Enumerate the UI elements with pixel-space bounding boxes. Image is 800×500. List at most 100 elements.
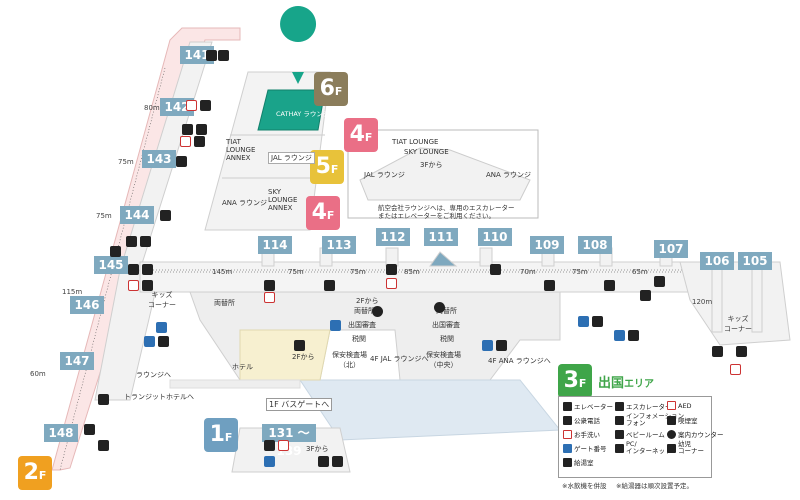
finger-106 bbox=[711, 261, 723, 333]
elevator-icon bbox=[294, 340, 305, 351]
distance-85m: 85m bbox=[404, 268, 420, 276]
escalator-icon bbox=[615, 401, 624, 411]
phone-icon bbox=[563, 415, 572, 425]
elevator-icon bbox=[206, 50, 217, 61]
transit-hotel-label: トランジットホテルへ bbox=[124, 393, 194, 401]
gate-107: 107 bbox=[654, 240, 688, 258]
elevator-icon bbox=[98, 394, 109, 405]
toilet-icon bbox=[614, 330, 625, 341]
ana-4f-label: 4F ANA ラウンジへ bbox=[488, 357, 551, 365]
smoking-icon bbox=[318, 456, 329, 467]
exchange-label-1: 両替所 bbox=[214, 299, 235, 307]
gate-114: 114 bbox=[258, 236, 292, 254]
gate-105: 105 bbox=[738, 252, 772, 270]
distance-70m: 70m bbox=[520, 268, 536, 276]
baby-icon bbox=[615, 429, 624, 439]
distance-115m: 115m bbox=[62, 288, 83, 296]
f4-tiat-label: TIAT LOUNGE bbox=[392, 138, 439, 146]
person-icon bbox=[294, 62, 302, 70]
finger-111 bbox=[429, 251, 458, 267]
floor-badge-2f: 2F bbox=[18, 456, 52, 490]
distance-75m-e: 75m bbox=[572, 268, 588, 276]
finger-110 bbox=[479, 247, 493, 267]
phone-icon bbox=[544, 280, 555, 291]
bus-gate-label: 1F バスゲートへ bbox=[266, 398, 333, 411]
security-north-label: 保安検査場（北） bbox=[332, 351, 367, 369]
legend-nursing: 給湯室 bbox=[563, 457, 594, 467]
aed-icon bbox=[278, 440, 289, 451]
gate-113: 113 bbox=[322, 236, 356, 254]
area-title: 出国エリア bbox=[598, 376, 655, 391]
floor-badge-6f: 6F bbox=[314, 72, 348, 106]
phone-icon bbox=[386, 264, 397, 275]
escalator-icon bbox=[490, 264, 501, 275]
security-center-label: 保安検査場（中央） bbox=[426, 351, 461, 369]
legend-note-2: ※給湯器は順次設置予定。 bbox=[616, 482, 693, 490]
escalator-icon bbox=[332, 456, 343, 467]
aed-icon bbox=[386, 278, 397, 289]
pc-icon bbox=[142, 264, 153, 275]
tiat-annex-label: TIAT LOUNGE ANNEX bbox=[226, 138, 256, 162]
toilet-icon bbox=[186, 100, 197, 111]
f4-ana-label: ANA ラウンジ bbox=[486, 171, 532, 179]
toilet-icon bbox=[563, 429, 572, 439]
distance-65m: 65m bbox=[632, 268, 648, 276]
smoking-icon bbox=[592, 316, 603, 327]
immigration-label-2: 出国審査 bbox=[432, 321, 460, 329]
sky-annex-label: SKY LOUNGE ANNEX bbox=[268, 188, 298, 212]
distance-120m: 120m bbox=[692, 298, 713, 306]
legend-pc: PC/ インターネット bbox=[615, 441, 672, 455]
info-icon bbox=[434, 302, 445, 313]
escalator-icon bbox=[110, 246, 121, 257]
gate-111: 111 bbox=[424, 228, 458, 246]
map-legend: エレベーター エスカレーター AED 公衆電話 インフォメーション フォン 喫煙… bbox=[558, 396, 724, 478]
pc-icon bbox=[264, 440, 275, 451]
escalator-icon bbox=[264, 280, 275, 291]
pc-icon bbox=[140, 236, 151, 247]
customs-label: 税関 bbox=[352, 335, 366, 343]
legend-info-counter: 案内カウンター bbox=[667, 429, 724, 439]
escalator-icon bbox=[194, 136, 205, 147]
gate-142: 142 bbox=[160, 98, 194, 116]
distance-75m-d: 75m bbox=[350, 268, 366, 276]
smoking-icon bbox=[158, 336, 169, 347]
distance-75m-c: 75m bbox=[288, 268, 304, 276]
aed-icon bbox=[128, 280, 139, 291]
legend-escalator: エスカレーター bbox=[615, 401, 672, 411]
kids-corner-right: キッズコーナー bbox=[724, 315, 752, 333]
cathay-lounge-area bbox=[257, 89, 326, 131]
legend-note-1: ※水飲機を併設 bbox=[562, 482, 607, 490]
phone-icon bbox=[736, 346, 747, 357]
from-2f-center-label: 2Fから bbox=[356, 297, 379, 305]
aed-icon bbox=[180, 136, 191, 147]
legend-toilet: お手洗い bbox=[563, 429, 600, 439]
escalator-icon bbox=[604, 280, 615, 291]
info-icon bbox=[615, 415, 624, 425]
baby-icon bbox=[628, 330, 639, 341]
customs-label-2: 税関 bbox=[440, 335, 454, 343]
legend-kids: 幼児 コーナー bbox=[667, 441, 704, 455]
legend-smoking: 喫煙室 bbox=[667, 415, 698, 425]
floor-badge-4f-upper: 4F bbox=[306, 196, 340, 230]
gate-141: 141 bbox=[180, 46, 214, 64]
toilet-icon bbox=[144, 336, 155, 347]
cathay-lounge-label: CATHAY ラウンジ bbox=[276, 110, 330, 118]
aed-icon bbox=[667, 401, 676, 410]
distance-145m: 145m bbox=[212, 268, 233, 276]
escalator-icon bbox=[654, 276, 665, 287]
escalator-icon bbox=[324, 280, 335, 291]
f4-note-1: 航空会社ラウンジへは、専用のエスカレーター bbox=[378, 204, 515, 212]
pc-icon bbox=[615, 443, 624, 453]
escalator-icon bbox=[218, 50, 229, 61]
floor-badge-5f: 5F bbox=[310, 150, 344, 184]
legend-phone: 公衆電話 bbox=[563, 415, 600, 425]
jal-lounge-upper-label: JAL ラウンジ bbox=[268, 152, 315, 164]
gate-148: 148 bbox=[44, 424, 78, 442]
legend-gate-number: ゲート番号 bbox=[563, 443, 607, 453]
to-lounge-label: ラウンジへ bbox=[136, 371, 171, 379]
f4-sky-label: SKY LOUNGE bbox=[404, 148, 449, 156]
f4-note-2: またはエレベーターをご利用ください。 bbox=[378, 212, 495, 220]
floor-badge-4f-box: 4F bbox=[344, 118, 378, 152]
escalator-icon bbox=[98, 440, 109, 451]
gate-145: 145 bbox=[94, 256, 128, 274]
